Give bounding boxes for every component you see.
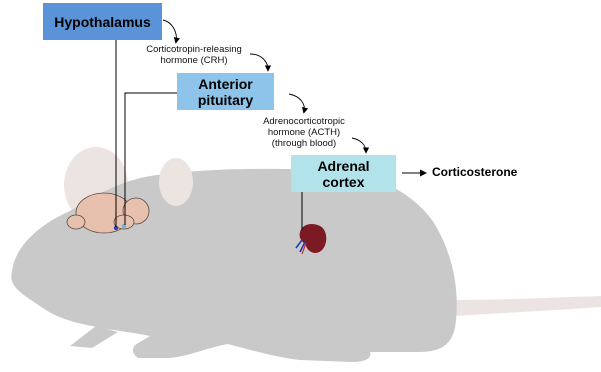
acth-label: Adrenocorticotropic hormone (ACTH) (thro… <box>252 116 356 149</box>
acth-label-line3: (through blood) <box>252 138 356 149</box>
acth-label-line1: Adrenocorticotropic <box>252 116 356 127</box>
adrenal-cortex-label-line1: Adrenal <box>317 158 369 174</box>
crh-arrow-in <box>163 20 176 42</box>
hypothalamus-label: Hypothalamus <box>54 14 150 30</box>
mouse-ear-front <box>159 158 193 206</box>
pituitary-marker <box>122 224 126 228</box>
crh-label: Corticotropin-releasing hormone (CRH) <box>128 44 260 66</box>
adrenal-cortex-label-line2: cortex <box>317 174 369 190</box>
anterior-pituitary-label-line1: Anterior <box>198 76 253 92</box>
anterior-pituitary-box: Anterior pituitary <box>177 73 274 110</box>
anterior-pituitary-label-line2: pituitary <box>198 92 253 108</box>
brain-olfactory <box>67 215 85 229</box>
acth-arrow-in <box>289 94 304 112</box>
crh-label-line1: Corticotropin-releasing <box>128 44 260 55</box>
corticosterone-label: Corticosterone <box>432 165 517 179</box>
crh-label-line2: hormone (CRH) <box>128 55 260 66</box>
adrenal-cortex-box: Adrenal cortex <box>291 155 396 192</box>
hypothalamus-box: Hypothalamus <box>43 3 162 40</box>
acth-label-line2: hormone (ACTH) <box>252 127 356 138</box>
mouse-tail <box>452 296 601 316</box>
